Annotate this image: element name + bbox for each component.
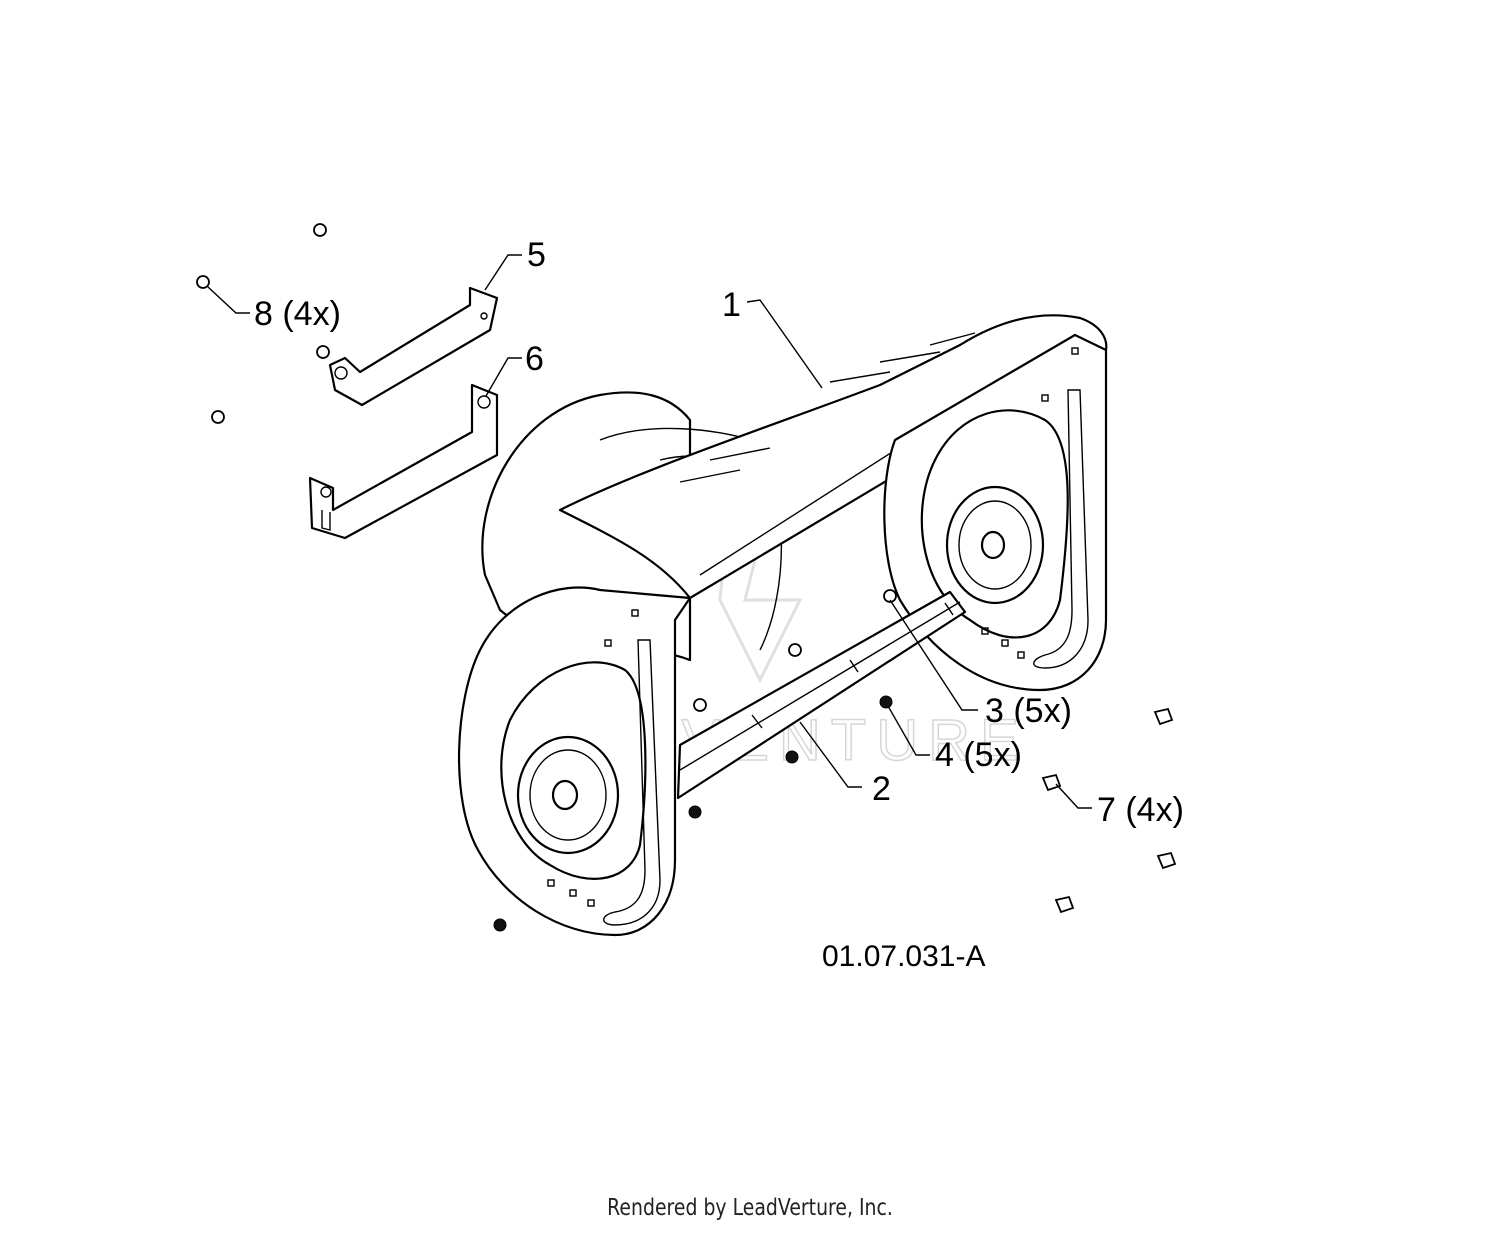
plate-hole [631,609,639,617]
nut [879,695,893,709]
lower-bracket-body [308,383,499,540]
leader-5 [484,254,522,291]
right-bearing-bore [980,530,1006,560]
flange-nuts[interactable] [196,223,330,424]
scraper-slot [849,659,859,673]
housing-left-side-plate [457,586,692,937]
vent-slot [679,469,741,483]
nut [688,805,702,819]
scraper-bar-edge [679,601,961,771]
carriage-bolt [883,589,897,603]
plate-hole [981,627,989,635]
plate-hole [547,879,555,887]
bolt [1156,851,1177,870]
vent-slot [829,371,891,383]
plate-hole [1041,394,1049,402]
leader-lines [207,254,1092,809]
bolt [1153,707,1174,726]
lower-bracket[interactable] [308,383,499,540]
hex-nuts[interactable] [493,695,893,932]
callout-1[interactable]: 1 [722,286,741,324]
leader-3 [889,599,978,711]
leader-8 [207,286,250,314]
hex-bolts[interactable] [1041,707,1177,914]
callout-7[interactable]: 7 (4x) [1097,791,1184,829]
callout-2[interactable]: 2 [872,770,891,808]
scraper-bar-body [676,590,967,800]
left-bearing-flange-inner [529,749,607,841]
nut [211,410,225,424]
bracket-hole [477,395,491,409]
bracket-hole [334,366,348,380]
carriage-bolt [788,643,802,657]
upper-bracket[interactable] [328,286,499,407]
vent-slot [929,332,976,346]
right-bearing-flange-inner [958,500,1032,590]
bracket-hole [480,312,488,320]
bolt [1054,895,1075,914]
left-bearing-flange [516,735,620,855]
right-bearing-shield [920,409,1069,639]
housing-top-cover [558,314,1108,600]
callout-8[interactable]: 8 (4x) [254,295,341,333]
right-bearing-flange [945,485,1045,605]
nut [316,345,330,359]
scraper-slot [751,714,763,729]
callout-5[interactable]: 5 [527,236,546,274]
upper-bracket-body [328,286,499,407]
left-bearing-bore [551,779,579,811]
callout-4[interactable]: 4 (5x) [935,736,1022,774]
carriage-bolt [693,698,707,712]
bolt [1041,773,1062,792]
scraper-bar[interactable] [676,589,967,800]
scraper-slot [944,602,954,616]
plate-hole [1001,639,1009,647]
figure-code: 01.07.031-A [822,940,985,973]
left-bearing-shield [500,661,647,880]
plate-hole [569,889,577,897]
nut [196,275,210,289]
callout-labels: 1 2 3 (5x) 4 (5x) 5 6 7 (4x) 8 (4x) 01.0… [254,236,1184,973]
leader-1 [746,299,823,389]
right-plate-slot [1033,389,1089,669]
nut [493,918,507,932]
plate-hole [1071,347,1079,355]
bracket-notch [321,510,331,531]
leader-2 [799,721,862,788]
plate-hole [587,899,595,907]
callout-6[interactable]: 6 [525,340,544,378]
vent-slot [879,351,941,363]
callout-3[interactable]: 3 (5x) [985,692,1072,730]
bracket-hole [320,486,332,498]
nut [785,750,799,764]
plate-hole [1017,651,1025,659]
nut [313,223,327,237]
auger-housing[interactable] [457,314,1108,937]
footer-credit: Rendered by LeadVerture, Inc. [607,1195,893,1221]
left-plate-slot [603,639,661,926]
leader-6 [485,357,522,397]
leader-7 [1055,783,1092,809]
vent-slot [709,447,771,461]
leader-4 [887,705,930,756]
plate-hole [604,639,612,647]
